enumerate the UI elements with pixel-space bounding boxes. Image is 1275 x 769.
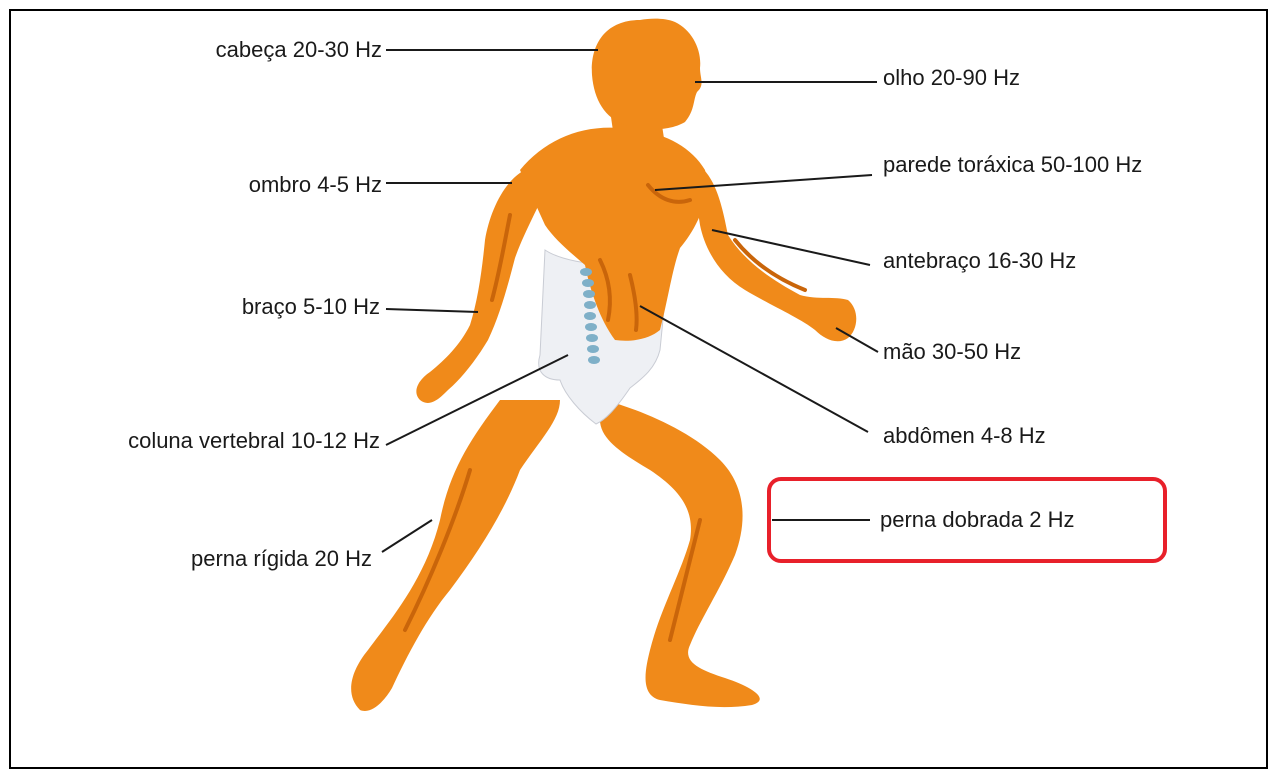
label-arm: braço 5-10 Hz: [150, 294, 380, 320]
rigid-leg-shape: [351, 400, 560, 711]
label-chest-wall: parede toráxica 50-100 Hz: [883, 152, 1142, 178]
head-shape: [592, 19, 702, 130]
label-head: cabeça 20-30 Hz: [140, 37, 382, 63]
body-figure: [351, 19, 856, 711]
label-rigid-leg: perna rígida 20 Hz: [110, 546, 372, 572]
leader-line-arm: [386, 309, 478, 312]
label-spine: coluna vertebral 10-12 Hz: [30, 428, 380, 454]
label-eye: olho 20-90 Hz: [883, 65, 1020, 91]
label-forearm: antebraço 16-30 Hz: [883, 248, 1076, 274]
leader-line-rigid-leg: [382, 520, 432, 552]
label-shoulder: ombro 4-5 Hz: [180, 172, 382, 198]
label-bent-leg: perna dobrada 2 Hz: [880, 507, 1074, 533]
label-hand: mão 30-50 Hz: [883, 339, 1021, 365]
bent-leg-shape: [600, 400, 760, 707]
right-arm-shape: [690, 160, 856, 341]
left-arm-shape: [416, 170, 545, 403]
label-abdomen: abdômen 4-8 Hz: [883, 423, 1046, 449]
